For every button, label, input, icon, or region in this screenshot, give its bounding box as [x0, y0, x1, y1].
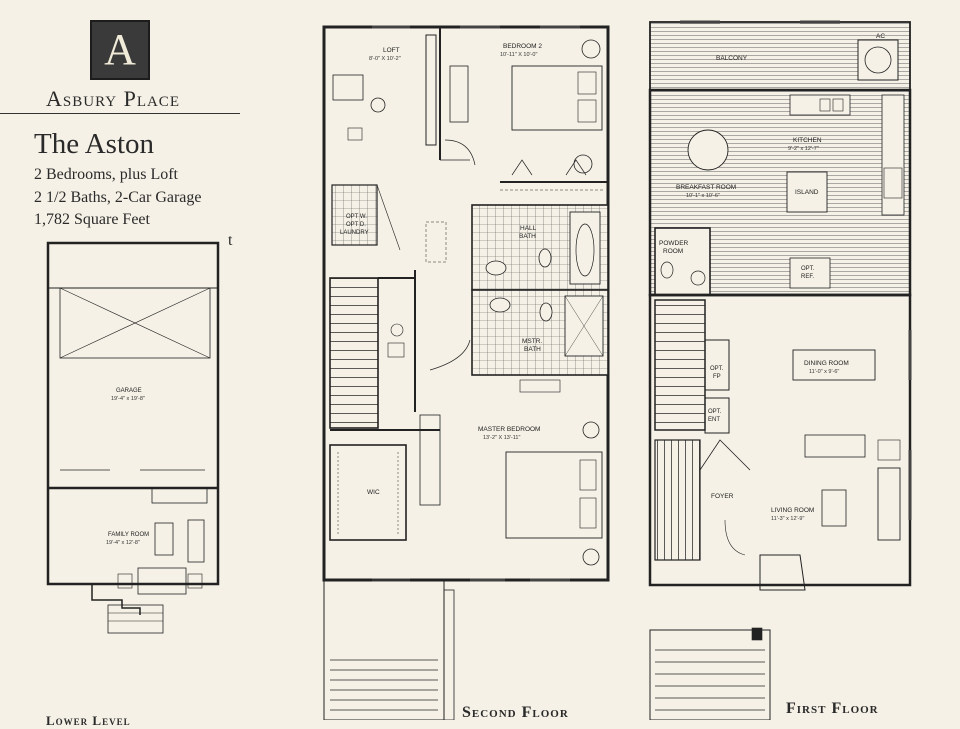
garage-label: GARAGE — [116, 388, 142, 394]
hall-bath-tub — [569, 211, 601, 285]
master-bath-toilet — [539, 302, 553, 322]
island-label: ISLAND — [795, 189, 819, 196]
balcony-label: BALCONY — [716, 55, 748, 62]
dining-table — [792, 349, 876, 381]
master-bed — [505, 451, 603, 539]
second-floor-staircase — [329, 277, 379, 429]
powder-room-label-1: POWDER — [659, 240, 689, 247]
kitchen-island — [786, 171, 828, 213]
breakfast-room-dims: 10'-1" x 10'-6" — [686, 193, 720, 199]
family-room-label: FAMILY ROOM — [108, 532, 149, 538]
front-steps — [649, 629, 771, 720]
family-room-couch — [137, 567, 187, 595]
living-coffee-table — [821, 489, 847, 527]
spec-baths-garage: 2 1/2 Baths, 2-Car Garage — [34, 189, 202, 206]
opt-ent-label-2: ENT — [708, 417, 720, 423]
second-floor-plan — [322, 25, 610, 720]
master-bedroom-label: MASTER BEDROOM — [478, 426, 540, 433]
bay-window — [759, 554, 806, 591]
living-sofa — [877, 467, 901, 541]
lower-staircase — [654, 439, 701, 561]
optional-fireplace — [704, 339, 730, 391]
optional-laundry-closet — [331, 184, 378, 246]
hall-bath-toilet — [538, 248, 552, 268]
living-room-dims: 11'-3" x 12'-9" — [771, 516, 804, 522]
first-floor-living-area — [648, 293, 912, 587]
deck — [323, 579, 445, 720]
bedroom2-dresser — [449, 65, 469, 123]
lower-level-outer-wall — [46, 241, 220, 586]
garage-door — [59, 287, 211, 359]
loft-desk — [332, 74, 364, 101]
family-room-table — [154, 522, 174, 556]
bedroom2-lamp — [581, 39, 601, 59]
laundry-label-1: OPT W. — [346, 214, 367, 220]
opt-fp-label-1: OPT. — [710, 366, 724, 372]
master-bath-label-1: MSTR. — [522, 338, 542, 345]
logo-letter: A — [104, 25, 136, 74]
dining-room-dims: 11'-0" x 9'-6" — [809, 369, 839, 375]
bedroom2-bed — [511, 65, 603, 131]
opt-fp-label-2: FP — [713, 374, 721, 380]
master-bath-sink — [489, 297, 511, 313]
first-floor-title: First Floor — [786, 700, 879, 717]
family-room-dims: 19'-4" x 12'-8" — [106, 540, 140, 546]
loft-shelf — [425, 34, 437, 146]
optional-refrigerator — [789, 257, 831, 289]
hall-bath-sink — [485, 260, 507, 276]
master-bath-label-2: BATH — [524, 346, 541, 353]
family-room-sofa — [187, 519, 205, 563]
lower-level-plan — [46, 241, 220, 634]
breakfast-table — [687, 129, 729, 171]
hall-bath-label-2: BATH — [519, 233, 536, 240]
laundry-label-2: OPT D. — [346, 222, 366, 228]
loft-dims: 8'-0" X 10'-2" — [369, 56, 401, 62]
ac-unit — [857, 39, 899, 81]
garage-dims: 19'-4" x 19'-8" — [111, 396, 145, 402]
second-floor-title: Second Floor — [462, 704, 569, 721]
asbury-place-logo: A — [90, 20, 150, 80]
kitchen-dims: 9'-2" x 12'-7" — [788, 146, 819, 152]
walk-in-closet — [329, 444, 407, 541]
first-floor-plan — [648, 20, 912, 720]
master-dresser — [419, 414, 441, 506]
master-bedroom-dims: 13'-2" X 13'-11" — [483, 435, 520, 441]
brand-divider — [0, 113, 240, 114]
foyer-label: FOYER — [711, 493, 734, 500]
opt-ref-label-2: REF. — [801, 274, 814, 280]
ac-label: AC — [876, 33, 885, 40]
model-name: The Aston — [34, 128, 155, 160]
bedroom2-label: BEDROOM 2 — [503, 43, 542, 50]
powder-room — [654, 227, 711, 296]
breakfast-room-label: BREAKFAST ROOM — [676, 184, 736, 191]
spec-bedrooms: 2 Bedrooms, plus Loft — [34, 166, 178, 183]
bedroom2-dims: 10'-11" X 10'-0" — [500, 52, 537, 58]
optional-entertainment — [704, 397, 730, 434]
loft-chair — [370, 97, 386, 113]
opt-ref-label-1: OPT. — [801, 266, 815, 272]
dining-room-label: DINING ROOM — [804, 360, 849, 367]
stray-mark: t — [228, 232, 233, 249]
living-console — [804, 434, 866, 458]
wic-label: WIC — [367, 489, 380, 496]
laundry-label-3: LAUNDRY — [340, 230, 369, 236]
kitchen-side-counter — [881, 94, 905, 216]
loft-label: LOFT — [383, 47, 400, 54]
brand-name: Asbury Place — [46, 86, 180, 111]
first-floor-staircase — [654, 299, 706, 431]
hall-bath-label-1: HALL — [520, 225, 537, 232]
living-room-label: LIVING ROOM — [771, 507, 814, 514]
opt-ent-label-1: OPT. — [708, 409, 722, 415]
kitchen-label: KITCHEN — [793, 137, 822, 144]
spec-square-feet: 1,782 Square Feet — [34, 211, 150, 228]
powder-room-label-2: ROOM — [663, 248, 683, 255]
